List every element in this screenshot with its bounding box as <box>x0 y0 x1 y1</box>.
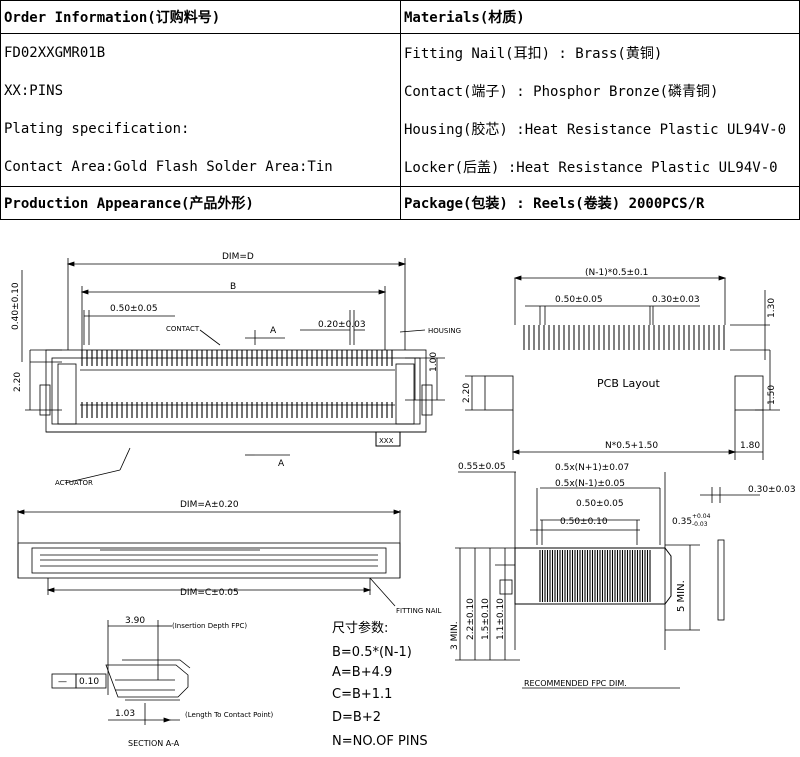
fpc-w1-label: 0.55±0.05 <box>458 462 506 472</box>
fitting-nail-label: FITTING NAIL <box>396 607 442 615</box>
spec-table: Order Information(订购料号) Materials(材质) FD… <box>0 0 800 220</box>
fpc-thickness-label: 0.30±0.03 <box>748 485 796 495</box>
fpc-w5-label: 0.50±0.10 <box>560 517 608 527</box>
plating-spec: Plating specification: <box>0 109 401 149</box>
param-line-4: D=B+2 <box>332 710 381 725</box>
insertion-depth-value: 3.90 <box>125 616 145 626</box>
front-view <box>16 509 402 607</box>
param-line-3: C=B+1.1 <box>332 687 392 702</box>
technical-drawing: DIM=D B 0.50±0.05 0.20±0.03 CONTACT HOUS… <box>11 252 796 749</box>
fpc-v3-label: 1.5±0.10 <box>481 598 491 640</box>
materials-header: Materials(材质) <box>400 0 800 34</box>
recommended-fpc <box>455 471 760 689</box>
marking-label: XXX <box>379 437 394 445</box>
fpc-v5-label: 5 MIN. <box>676 580 687 612</box>
fpc-w6-tol-plus: +0.04 <box>692 513 711 520</box>
thickness-value: 0.10 <box>79 677 99 687</box>
order-pins: XX:PINS <box>0 71 401 110</box>
actuator-label: ACTUATOR <box>55 479 93 487</box>
section-a-a <box>51 620 191 725</box>
section-a-bottom: A <box>278 459 285 469</box>
fpc-v4-label: 1.1±0.10 <box>496 598 506 640</box>
contact-length-value: 1.03 <box>115 709 135 719</box>
pcb-total-label: (N-1)*0.5±0.1 <box>585 268 648 278</box>
fpc-w6-tol-minus: -0.03 <box>692 521 708 528</box>
thickness-dash: — <box>58 677 67 687</box>
param-line-1: B=0.5*(N-1) <box>332 645 412 660</box>
order-part-number: FD02XXGMR01B <box>0 32 401 72</box>
material-housing: Housing(胶芯) :Heat Resistance Plastic UL9… <box>400 109 800 149</box>
material-contact: Contact(端子) : Phosphor Bronze(磷青铜) <box>400 71 800 110</box>
dim-c-label: DIM=C±0.05 <box>180 588 239 598</box>
dim-b-label: B <box>230 282 236 292</box>
top-pitch-label: 0.50±0.05 <box>110 304 158 314</box>
height-040-label: 0.40±0.10 <box>11 282 21 330</box>
pcb-layout-title: PCB Layout <box>597 377 660 390</box>
insertion-depth-label: (Insertion Depth FPC) <box>172 622 247 630</box>
pcb-side-220-label: 2.20 <box>462 383 472 403</box>
dim-a-label: DIM=A±0.20 <box>180 500 239 510</box>
pcb-layout <box>465 275 780 460</box>
section-a-top: A <box>270 326 277 336</box>
contact-label: CONTACT <box>166 325 200 333</box>
height-220-label: 2.20 <box>13 372 23 392</box>
housing-label: HOUSING <box>428 327 461 335</box>
plating-area: Contact Area:Gold Flash Solder Area:Tin <box>0 148 401 188</box>
fpc-w4-label: 0.50±0.05 <box>576 499 624 509</box>
fpc-title: RECOMMENDED FPC DIM. <box>524 679 627 688</box>
pcb-side-180-label: 1.80 <box>740 441 760 451</box>
top-view <box>21 258 445 484</box>
fpc-w2-label: 0.5x(N+1)±0.07 <box>555 463 629 473</box>
contact-length-label: (Length To Contact Point) <box>185 711 274 719</box>
params-title: 尺寸参数: <box>332 620 388 636</box>
pcb-span-label: N*0.5+1.50 <box>605 441 658 451</box>
dim-d-label: DIM=D <box>222 252 254 262</box>
fpc-v2-label: 2.2±0.10 <box>466 598 476 640</box>
section-title: SECTION A-A <box>128 739 180 748</box>
contact-width-label: 0.20±0.03 <box>318 320 366 330</box>
material-fitting-nail: Fitting Nail(耳扣) : Brass(黄铜) <box>400 32 800 72</box>
fpc-v1-label: 3 MIN. <box>450 621 460 650</box>
pcb-pad-width-label: 0.30±0.03 <box>652 295 700 305</box>
material-locker: Locker(后盖) :Heat Resistance Plastic UL94… <box>400 148 800 188</box>
production-appearance-header: Production Appearance(产品外形) <box>0 186 401 220</box>
param-line-5: N=NO.OF PINS <box>332 734 428 749</box>
package-header: Package(包装) : Reels(卷装) 2000PCS/R <box>400 186 800 220</box>
pcb-pad-length-label: 1.30 <box>767 298 777 318</box>
order-info-header: Order Information(订购料号) <box>0 0 401 34</box>
fpc-w3-label: 0.5x(N-1)±0.05 <box>555 479 625 489</box>
fpc-w6-label: 0.35 <box>672 517 692 527</box>
pcb-pitch-label: 0.50±0.05 <box>555 295 603 305</box>
height-100-label: 1.00 <box>429 352 439 372</box>
param-line-2: A=B+4.9 <box>332 665 392 680</box>
pcb-side-150-label: 1.50 <box>767 385 777 405</box>
